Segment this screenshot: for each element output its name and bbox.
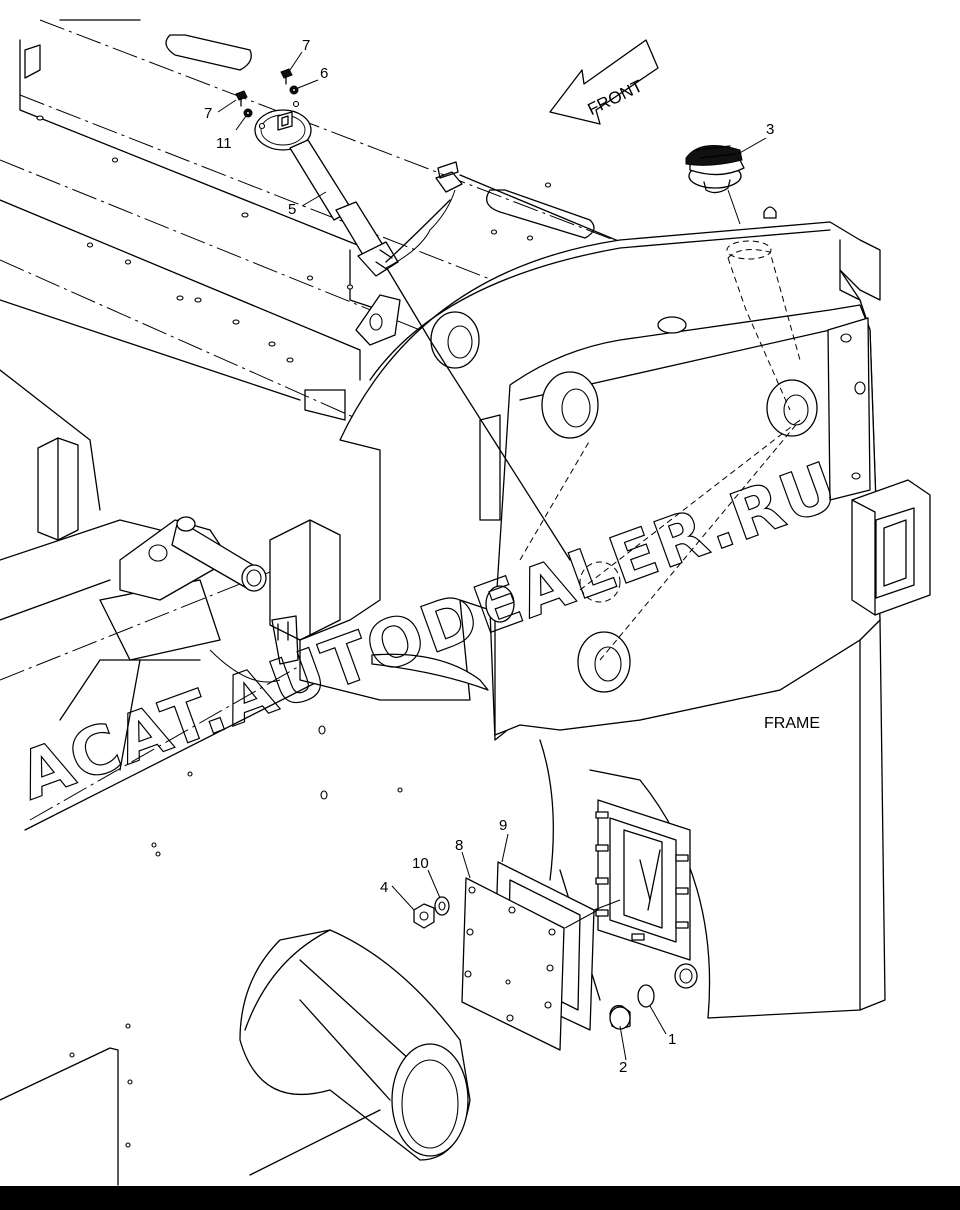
callout-7-left: 7	[204, 105, 212, 122]
inspection-opening	[595, 799, 698, 989]
bottom-border-bar	[0, 1186, 960, 1210]
cover-plate-and-gasket	[461, 861, 621, 1051]
frame-label: FRAME	[764, 715, 820, 732]
nut-and-washer	[413, 896, 450, 929]
callout-8: 8	[455, 837, 463, 854]
level-gauge-assembly	[254, 100, 571, 561]
callout-11: 11	[216, 135, 232, 152]
callout-7-top: 7	[302, 37, 310, 54]
bosses	[430, 311, 818, 693]
cover-bolt-holes	[464, 886, 556, 1022]
filler-cap	[685, 145, 772, 260]
callout-6: 6	[320, 65, 328, 82]
bolts-washers	[235, 68, 299, 118]
callout-9: 9	[499, 817, 507, 834]
plug-and-oring	[609, 984, 655, 1030]
callout-10: 10	[412, 855, 429, 872]
callout-3: 3	[766, 121, 774, 138]
callout-5: 5	[288, 201, 296, 218]
frame-rails	[0, 19, 777, 421]
axle-housing	[0, 725, 471, 1186]
callouts: 7 6 7 11 5 3 4 10 8 9 1 2 FRAME	[204, 37, 820, 1076]
callout-4: 4	[380, 879, 388, 896]
callout-1: 1	[668, 1031, 676, 1048]
studs	[595, 811, 689, 941]
leader-lines	[217, 51, 767, 1061]
front-arrow: FRONT	[549, 39, 659, 125]
left-structures	[0, 369, 401, 831]
main-frame	[299, 221, 931, 1019]
callout-2: 2	[619, 1059, 627, 1076]
